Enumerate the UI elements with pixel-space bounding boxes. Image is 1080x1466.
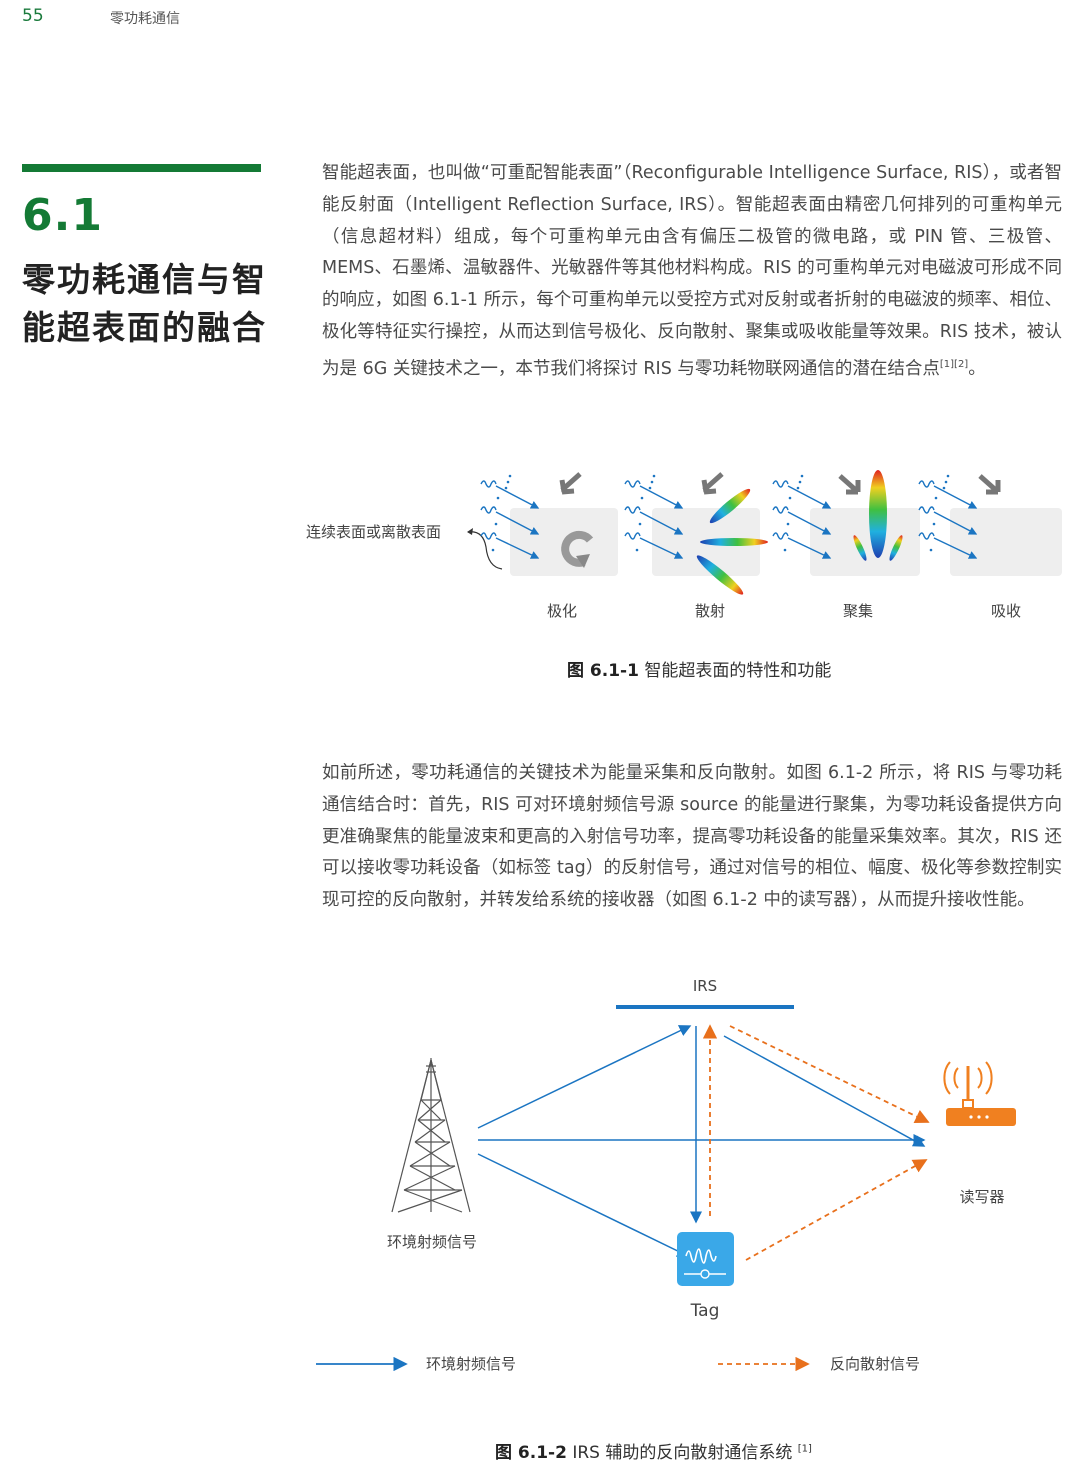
surface-label: 连续表面或离散表面 xyxy=(306,523,441,541)
reader-label: 读写器 xyxy=(959,1188,1004,1206)
focus-lobe xyxy=(869,470,887,558)
arrow-icon xyxy=(838,474,861,495)
figure-caption-text: IRS 辅助的反向散射通信系统 xyxy=(572,1443,793,1463)
reader-icon xyxy=(943,1061,1016,1126)
signal-tower-to-irs xyxy=(477,1025,692,1129)
rotate-icon xyxy=(561,530,594,567)
reference-mark: [1] xyxy=(797,1443,812,1455)
backscatter-tag-to-reader xyxy=(745,1159,928,1261)
tag-label: Tag xyxy=(690,1301,720,1321)
figure-irs-backscatter: IRS 环境射频信号 Tag 读写器 xyxy=(316,977,1016,1373)
irs-label: IRS xyxy=(693,977,717,995)
panel-label-polarization: 极化 xyxy=(547,602,577,620)
figure-caption-2: 图 6.1-2 IRS 辅助的反向散射通信系统 [1] xyxy=(495,1438,812,1463)
scatter-lobe xyxy=(696,555,744,595)
figure-number: 图 6.1-1 xyxy=(567,661,639,681)
paragraph-end-mark: 。 xyxy=(968,358,986,379)
legend-ambient-label: 环境射频信号 xyxy=(426,1355,516,1373)
running-title: 零功耗通信 xyxy=(110,11,180,27)
page-number: 55 xyxy=(22,6,44,26)
surface-panel-absorption xyxy=(950,508,1062,576)
section-rule xyxy=(22,164,261,172)
figure-number: 图 6.1-2 xyxy=(495,1443,567,1463)
tower-icon xyxy=(391,1058,471,1213)
panel-label-absorption: 吸收 xyxy=(991,602,1021,620)
scatter-lobe xyxy=(709,488,751,524)
section-number: 6.1 xyxy=(22,190,103,241)
signal-tower-to-tag xyxy=(477,1153,690,1257)
signal-irs-to-reader xyxy=(723,1035,926,1147)
section-title: 零功耗通信与智能超表面的融合 xyxy=(22,260,267,347)
panel-label-focusing: 聚集 xyxy=(843,602,873,620)
arrow-icon xyxy=(978,474,1001,495)
arrow-icon xyxy=(559,472,582,495)
tower-label: 环境射频信号 xyxy=(387,1233,477,1251)
tag-icon xyxy=(677,1232,734,1286)
paragraph-integration: 如前所述，零功耗通信的关键技术为能量采集和反向散射。如图 6.1-2 所示，将 … xyxy=(322,763,1062,911)
arrow-icon xyxy=(701,472,724,495)
figure-caption-text: 智能超表面的特性和功能 xyxy=(644,661,832,681)
panel-label-scattering: 散射 xyxy=(695,602,725,620)
surface-panel-focusing xyxy=(810,508,920,576)
figure-caption-1: 图 6.1-1 智能超表面的特性和功能 xyxy=(567,656,831,681)
reference-mark: [1][2] xyxy=(939,358,969,370)
scatter-lobe xyxy=(700,538,768,546)
surface-pointer xyxy=(467,531,503,570)
figure-ris-functions: 连续表面或离散表面 极化 散射 聚集 吸收 xyxy=(306,470,1062,620)
paragraph-intro-text: 智能超表面，也叫做“可重配智能表面”（Reconfigurable Intell… xyxy=(322,163,1062,379)
legend-backscatter-label: 反向散射信号 xyxy=(830,1355,920,1373)
paragraph-intro: 智能超表面，也叫做“可重配智能表面”（Reconfigurable Intell… xyxy=(322,158,1062,385)
backscatter-irs-to-reader xyxy=(729,1025,930,1123)
